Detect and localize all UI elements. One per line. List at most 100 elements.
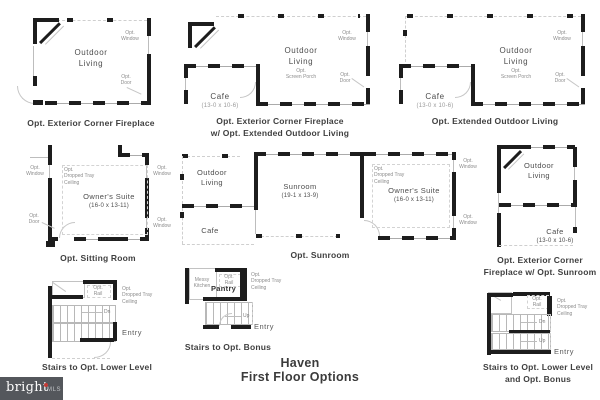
room-label-outdoor-living: Outdoor Living: [74, 48, 108, 68]
logo-brand-text: bright: [6, 380, 49, 395]
post-row: [403, 30, 407, 60]
down-arrow-label: Dn: [104, 309, 111, 315]
window-wall: [116, 237, 142, 241]
window-opening: [255, 210, 256, 234]
tray-ceiling-outline: [62, 165, 148, 235]
wall: [48, 237, 58, 241]
wall: [48, 145, 52, 165]
window-wall: [256, 102, 370, 106]
wall: [80, 338, 114, 342]
fireplace-icon: [39, 22, 61, 45]
window-opening: [453, 160, 454, 172]
wall: [513, 292, 550, 296]
room-label-owners-suite: Owner's Suite: [388, 186, 440, 195]
sheet-subtitle: First Floor Options: [240, 370, 360, 384]
post-row: [182, 154, 244, 158]
wall: [147, 18, 151, 36]
opt-door-label: Opt. Door: [28, 213, 40, 226]
window-wall: [499, 203, 577, 207]
rail-edge: [550, 314, 551, 350]
fireplace-icon: [194, 26, 216, 49]
wall: [399, 90, 403, 104]
wall: [452, 172, 456, 216]
wall: [509, 330, 550, 333]
wall: [573, 180, 577, 203]
opt-rail-label: Opt. Rail: [93, 285, 103, 298]
room-label-cafe: Cafe: [210, 92, 230, 101]
wall: [203, 297, 247, 301]
window-opening: [146, 218, 147, 228]
window-wall: [519, 145, 575, 149]
room-label-owners-suite: Owner's Suite: [83, 192, 135, 201]
window-wall: [45, 101, 151, 105]
wall: [581, 14, 585, 32]
wall: [145, 153, 149, 165]
wall: [547, 296, 552, 316]
window-wall: [399, 64, 473, 68]
down-arrow-label: Dn: [539, 319, 546, 325]
sheet-title: Haven: [280, 356, 320, 370]
wall: [188, 22, 192, 48]
room-label-outdoor-living: Outdoor Living: [284, 46, 318, 66]
logo-mls-text: MLS: [47, 387, 62, 393]
window-wall: [254, 152, 360, 156]
room-label-cafe: Cafe: [546, 227, 564, 236]
wall: [488, 293, 513, 297]
window-wall: [74, 237, 106, 241]
plan-caption: Opt. Sunroom: [290, 250, 350, 260]
opt-tray-ceiling-label: Opt. Dropped Tray Ceiling: [251, 272, 282, 291]
plan-caption-line1: Stairs to Opt. Lower Level: [482, 362, 594, 372]
window-opening: [498, 193, 499, 213]
wall: [184, 64, 188, 78]
cafe-dim: (13-0 x 10-6): [416, 103, 454, 109]
plan-fireplace-sunroom: Outdoor Living Cafe (13-0 x 10-6) Opt. E…: [483, 145, 600, 280]
wall: [215, 268, 247, 272]
entry-label: Entry: [554, 347, 575, 356]
owners-suite-dim: (16-0 x 13-11): [393, 197, 435, 203]
opt-screen-porch-label: Opt. Screen Porch: [500, 68, 532, 81]
leader-line: [126, 87, 142, 95]
sunroom-dim: (19-1 x 13-9): [281, 193, 319, 199]
plan-caption: Opt. Sitting Room: [60, 253, 136, 263]
window-wall: [182, 204, 256, 208]
thin-wall: [30, 157, 48, 158]
wall: [83, 280, 115, 284]
window-wall: [471, 102, 585, 106]
messy-kitchen-label: Messy Kitchen: [193, 277, 211, 290]
post-row: [256, 234, 340, 238]
wall: [581, 46, 585, 76]
wall: [48, 178, 52, 238]
plan-caption-line2: w/ Opt. Extended Outdoor Living: [210, 128, 350, 138]
logo-accent-dot-icon: [44, 383, 48, 387]
plan-fireplace-extended-outdoor-living: Outdoor Living Opt. Screen Porch Cafe (1…: [180, 8, 380, 148]
wall: [366, 14, 370, 32]
wall: [452, 228, 456, 240]
opt-rail-label: Opt. Rail: [532, 296, 542, 309]
plan-caption-line2: and Opt. Bonus: [504, 374, 572, 384]
post-row: [180, 174, 184, 186]
window-opening: [574, 167, 575, 180]
window-opening: [582, 32, 583, 46]
wall: [497, 213, 501, 247]
wall: [142, 237, 149, 241]
post-row: [180, 212, 184, 242]
wall: [256, 64, 260, 104]
wall: [231, 325, 251, 329]
plan-exterior-corner-fireplace: Opt. Window Opt. Door Outdoor Living Opt…: [15, 8, 167, 143]
opt-window-label: Opt. Window: [121, 30, 139, 43]
opt-tray-ceiling-label: Opt. Dropped Tray Ceiling: [557, 298, 588, 317]
entry-label: Entry: [122, 328, 143, 337]
leader-line: [521, 322, 537, 323]
wall: [113, 322, 117, 341]
room-label-outdoor-living: Outdoor Living: [499, 46, 533, 66]
room-label-cafe: Cafe: [425, 92, 445, 101]
entry-label: Entry: [254, 322, 275, 331]
window-wall: [364, 152, 456, 156]
wall: [497, 145, 501, 169]
wall: [254, 152, 258, 210]
window-wall: [118, 153, 149, 157]
window-wall: [184, 64, 258, 68]
post-row: [407, 14, 575, 18]
opt-rail-outline: [87, 285, 111, 298]
wall: [487, 293, 491, 355]
